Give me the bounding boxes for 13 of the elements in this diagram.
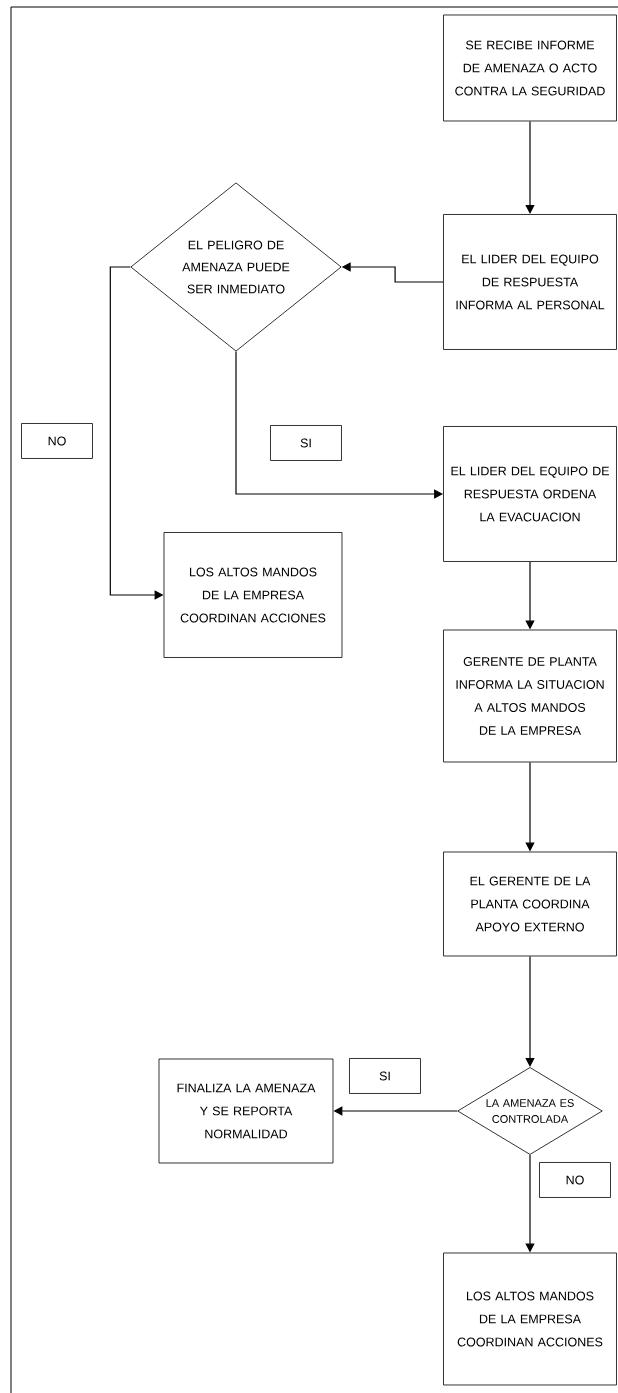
process-box: LOS ALTOS MANDOS DE LA EMPRESA COORDINAN ACCIONES: [163, 532, 343, 658]
edge-label: SI: [270, 425, 342, 461]
process-box: LOS ALTOS MANDOS DE LA EMPRESA COORDINAN ACCIONES: [443, 1252, 617, 1386]
arrow: [525, 955, 535, 1067]
process-box: EL GERENTE DE LA PLANTA COORDINA APOYO EXTERNO: [443, 851, 617, 957]
process-box: GERENTE DE PLANTA INFORMA LA SITUACION A ALTOS MANDOS DE LA EMPRESA: [443, 629, 617, 763]
edge-label: SI: [349, 1058, 421, 1094]
process-box: SE RECIBE INFORME DE AMENAZA O ACTO CONTRA LA SEGURIDAD: [443, 14, 617, 122]
process-box: FINALIZA LA AMENAZA Y SE REPORTA NORMALIDAD: [158, 1058, 334, 1164]
edge-label: NO: [21, 423, 93, 459]
process-box: EL LIDER DEL EQUIPO DE RESPUESTA ORDENA LA EVACUACION: [443, 426, 617, 562]
edge-label: NO: [539, 1162, 611, 1198]
process-box: EL LIDER DEL EQUIPO DE RESPUESTA INFORMA AL PERSONAL: [443, 214, 617, 350]
